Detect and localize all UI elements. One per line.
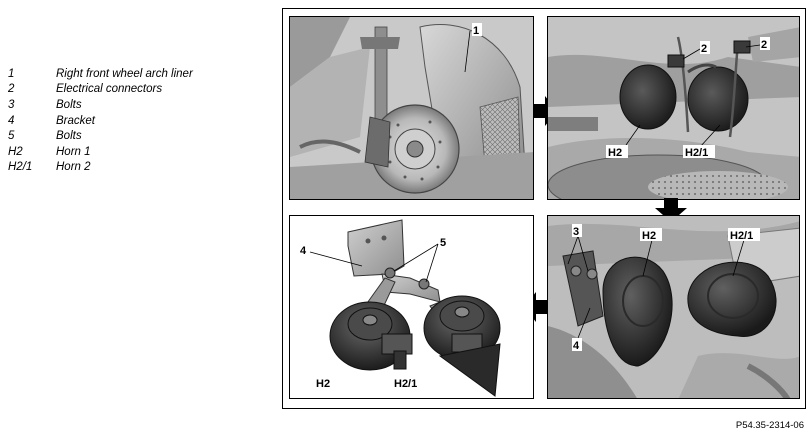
horns-removed-illustration: 4 5 H2 H2/1 — [290, 216, 533, 398]
legend-key: 5 — [8, 130, 15, 143]
legend-row: 1 Right front wheel arch liner — [8, 66, 248, 82]
callout-5: 5 — [440, 237, 446, 249]
legend-desc: Electrical connectors — [56, 83, 163, 96]
callout-h2-1: H2/1 — [685, 147, 708, 159]
legend-key: H2/1 — [8, 161, 33, 174]
callout-2b: 2 — [761, 39, 767, 51]
legend-row: 4 Bracket — [8, 113, 248, 129]
panel-wheel-arch: 1 — [289, 16, 534, 200]
legend-desc: Bolts — [56, 98, 82, 111]
legend: 1 Right front wheel arch liner 2 Electrica… — [8, 66, 248, 175]
wheel-arch-illustration: 1 — [290, 17, 533, 199]
figure-reference-code: P54.35-2314-06 — [735, 420, 804, 431]
callout-h2: H2 — [608, 147, 622, 159]
legend-row: H2 Horn 1 — [8, 144, 248, 160]
horns-installed-illustration: 2 2 H2 H2/1 — [548, 17, 799, 199]
legend-key: 4 — [8, 114, 15, 127]
legend-row: 2 Electrical connectors — [8, 82, 248, 98]
panel-horns-removed: 4 5 H2 H2/1 — [289, 215, 534, 399]
callout-h2: H2 — [642, 230, 656, 242]
legend-desc: Bracket — [56, 114, 95, 127]
callout-1: 1 — [473, 25, 479, 37]
legend-desc: Bolts — [56, 130, 82, 143]
arrow-down-icon — [655, 198, 687, 222]
panel-horns-installed: 2 2 H2 H2/1 — [547, 16, 800, 200]
legend-desc: Horn 2 — [56, 161, 91, 174]
callout-3: 3 — [573, 226, 579, 238]
legend-row: 5 Bolts — [8, 128, 248, 144]
callout-2a: 2 — [701, 43, 707, 55]
callout-4: 4 — [573, 340, 580, 352]
legend-desc: Right front wheel arch liner — [56, 67, 193, 80]
legend-key: 1 — [8, 67, 15, 80]
callout-4: 4 — [300, 245, 307, 257]
panel-horns-closeup: 3 4 H2 H2/1 — [547, 215, 800, 399]
legend-row: 3 Bolts — [8, 97, 248, 113]
callout-h2: H2 — [316, 378, 330, 390]
legend-desc: Horn 1 — [56, 145, 91, 158]
callout-h2-1: H2/1 — [394, 378, 417, 390]
legend-row: H2/1 Horn 2 — [8, 160, 248, 176]
legend-key: H2 — [8, 145, 23, 158]
legend-key: 3 — [8, 98, 15, 111]
callout-h2-1: H2/1 — [730, 230, 753, 242]
legend-key: 2 — [8, 83, 15, 96]
horns-closeup-illustration: 3 4 H2 H2/1 — [548, 216, 799, 398]
